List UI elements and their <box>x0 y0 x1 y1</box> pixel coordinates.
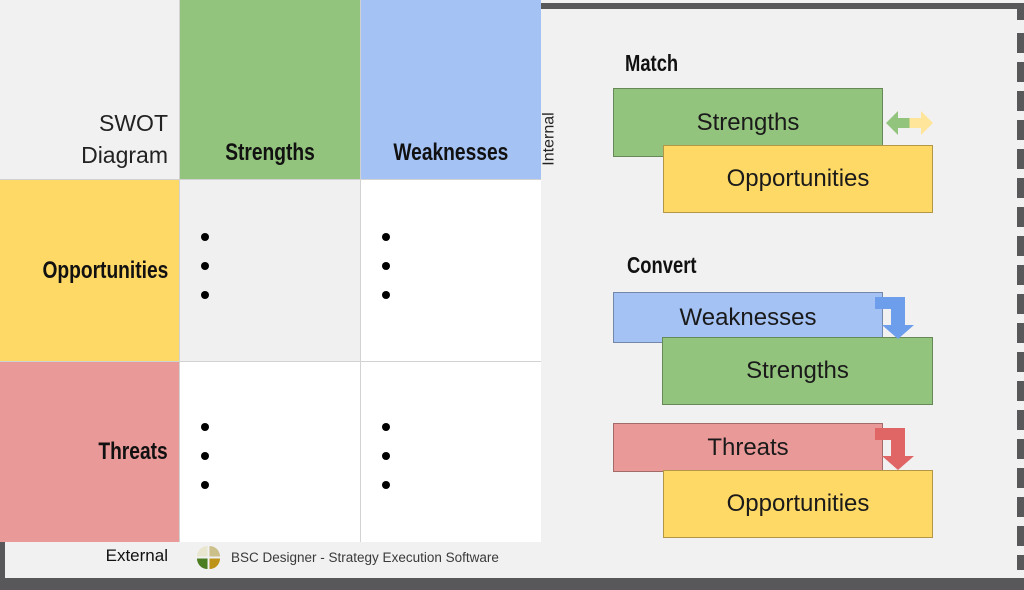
frame-top-right-corner <box>1017 3 1024 20</box>
convert-section-label: Convert <box>627 252 697 278</box>
bullet-list <box>201 233 209 299</box>
left-right-arrow-icon <box>886 111 933 135</box>
header-weaknesses-label: Weaknesses <box>393 139 509 166</box>
header-strengths: Strengths <box>180 0 360 179</box>
convert-strengths-label: Strengths <box>746 357 849 384</box>
frame-bottom-bar <box>0 578 1024 590</box>
bullet-list <box>382 233 390 299</box>
bullet-list <box>382 423 390 489</box>
elbow-down-arrow-icon-blue <box>875 297 914 339</box>
brand-text: BSC Designer - Strategy Execution Softwa… <box>231 550 499 565</box>
matrix-title-line2: Diagram <box>81 142 168 168</box>
bullet-list <box>201 423 209 489</box>
bullet-point <box>201 452 209 460</box>
bullet-point <box>382 233 390 241</box>
cell-threats-strengths <box>180 362 360 542</box>
matrix-title-line1: SWOT <box>99 110 168 136</box>
match-strengths-label: Strengths <box>696 108 800 136</box>
match-opportunities-label: Opportunities <box>726 165 870 192</box>
matrix-title: SWOT Diagram <box>81 107 168 171</box>
convert-threats-label: Threats <box>707 433 789 461</box>
header-opportunities-label: Opportunities <box>42 256 168 284</box>
bullet-point <box>382 481 390 489</box>
bullet-point <box>382 291 390 299</box>
match-section-label: Match <box>625 50 679 76</box>
cell-opportunities-strengths <box>180 180 360 361</box>
bullet-point <box>382 423 390 431</box>
convert-opportunities-label: Opportunities <box>726 490 870 517</box>
bullet-point <box>382 452 390 460</box>
header-threats: Threats <box>0 362 179 542</box>
convert-strengths-box: Strengths <box>662 337 933 405</box>
header-weaknesses: Weaknesses <box>361 0 541 179</box>
cell-opportunities-weaknesses <box>361 180 541 361</box>
header-strengths-label: Strengths <box>225 139 315 166</box>
bullet-point <box>201 291 209 299</box>
convert-weaknesses-label: Weaknesses <box>679 303 817 331</box>
axis-internal-label: Internal <box>541 112 558 166</box>
elbow-down-arrow-icon-red <box>875 428 914 470</box>
frame-top-bar <box>540 3 1024 9</box>
bullet-point <box>201 233 209 241</box>
header-opportunities: Opportunities <box>0 180 179 361</box>
frame-bottom-left-edge <box>0 542 5 578</box>
convert-threats-box: Threats <box>613 423 883 472</box>
cell-threats-weaknesses <box>361 362 541 542</box>
axis-external: External <box>105 546 168 565</box>
bullet-point <box>201 481 209 489</box>
header-threats-label: Threats <box>98 438 168 465</box>
axis-internal: Internal <box>539 104 561 174</box>
convert-opportunities-box: Opportunities <box>663 470 933 538</box>
frame-right-dashed-border <box>1017 33 1024 570</box>
bullet-point <box>201 262 209 270</box>
bullet-point <box>201 423 209 431</box>
convert-weaknesses-box: Weaknesses <box>613 292 883 343</box>
match-opportunities-box: Opportunities <box>663 145 933 213</box>
bullet-point <box>382 262 390 270</box>
bsc-designer-logo <box>196 545 221 570</box>
matrix-title-cell: SWOT Diagram <box>0 0 179 179</box>
swot-matrix: SWOT Diagram Strengths Weaknesses Opport… <box>0 0 541 542</box>
